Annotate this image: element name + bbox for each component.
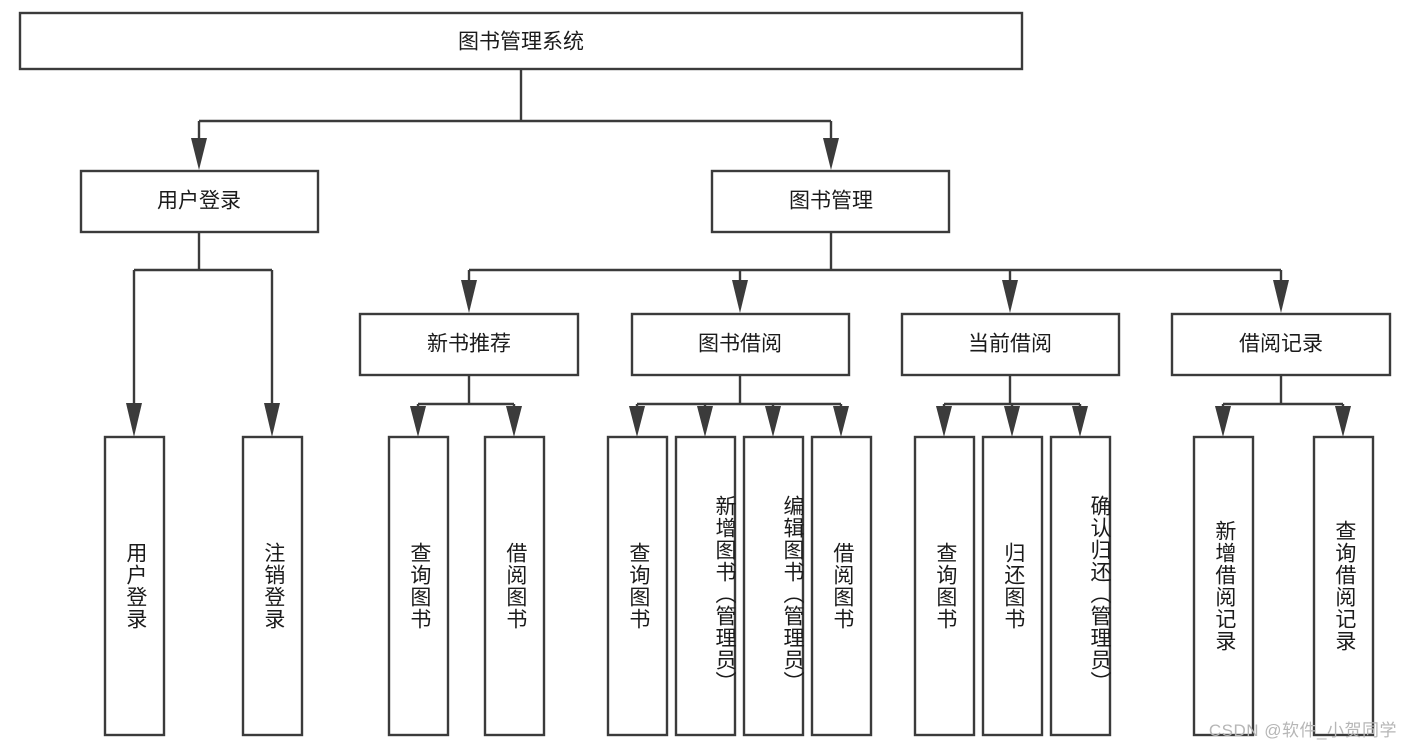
leaf-edit-book-admin[interactable] [742, 435, 805, 737]
leaf-query-borrow-record[interactable] [1312, 435, 1375, 737]
node-book-borrow-label: 图书借阅 [698, 333, 782, 356]
arrow-to-leaf-borrow-book-a [506, 406, 522, 437]
leaf-query-book-recommend[interactable] [387, 435, 450, 737]
arrow-to-leaf-logout [264, 403, 280, 437]
node-current-borrow[interactable] [900, 312, 1121, 377]
leaf-query-book-borrow[interactable] [606, 435, 669, 737]
arrow-to-leaf-query-book-c [936, 406, 952, 437]
leaf-borrow-book-recommend[interactable] [483, 435, 546, 737]
arrow-to-user-login [191, 138, 207, 170]
arrow-to-leaf-return-book [1004, 406, 1020, 437]
arrow-to-leaf-add-book [697, 406, 713, 437]
node-root-label: 图书管理系统 [458, 31, 584, 54]
leaf-return-book[interactable] [981, 435, 1044, 737]
leaf-user-login[interactable] [103, 435, 166, 737]
leaf-borrow-book[interactable] [810, 435, 873, 737]
node-new-book-recommend-label: 新书推荐 [427, 333, 511, 356]
node-root-book-management-system[interactable] [18, 11, 1024, 71]
arrow-to-leaf-confirm-return [1072, 406, 1088, 437]
csdn-watermark: CSDN @软件_小贺同学 [1208, 721, 1397, 740]
arrow-to-borrow-record [1273, 280, 1289, 313]
node-book-borrow[interactable] [630, 312, 851, 377]
leaf-add-book-admin[interactable] [674, 435, 737, 737]
node-current-borrow-label: 当前借阅 [968, 333, 1052, 356]
arrow-to-leaf-query-book-b [629, 406, 645, 437]
leaf-confirm-return-admin[interactable] [1049, 435, 1112, 737]
node-book-management[interactable] [710, 169, 951, 234]
arrow-to-leaf-add-record [1215, 406, 1231, 437]
node-borrow-record-label: 借阅记录 [1239, 333, 1323, 356]
arrow-to-leaf-query-book-a [410, 406, 426, 437]
leaf-logout[interactable] [241, 435, 304, 737]
arrow-to-leaf-edit-book [765, 406, 781, 437]
arrow-to-leaf-query-record [1335, 406, 1351, 437]
node-user-login[interactable] [79, 169, 320, 234]
arrow-to-book-borrow [732, 280, 748, 313]
leaf-add-borrow-record[interactable] [1192, 435, 1255, 737]
arrow-to-leaf-borrow-book-b [833, 406, 849, 437]
node-new-book-recommend[interactable] [358, 312, 580, 377]
arrow-to-book-manage [823, 138, 839, 170]
nodes-group: 图书管理系统 用户登录 图书管理 新书推荐 图书借阅 当前借阅 借阅记录 [18, 11, 1392, 737]
node-borrow-record[interactable] [1170, 312, 1392, 377]
node-user-login-label: 用户登录 [157, 190, 241, 213]
arrow-to-current-borrow [1002, 280, 1018, 313]
edges-group [126, 69, 1351, 437]
leaf-query-book-current[interactable] [913, 435, 976, 737]
node-book-management-label: 图书管理 [789, 190, 873, 213]
arrow-to-new-book [461, 280, 477, 313]
arrow-to-leaf-user-login [126, 403, 142, 437]
